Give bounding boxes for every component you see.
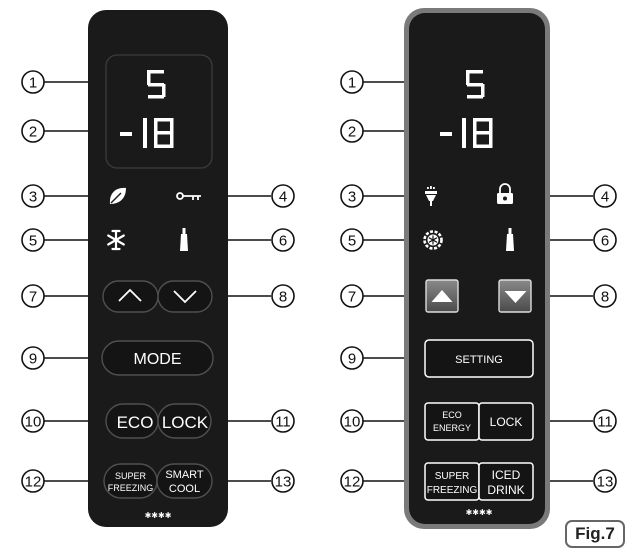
bottle-icon — [506, 228, 514, 251]
chevron-down-icon — [173, 290, 197, 304]
digit-bottom — [120, 118, 174, 148]
snowflake-gear-icon — [423, 230, 443, 250]
iced-drink-line1: ICED — [492, 468, 521, 482]
smart-cool-line2: COOL — [169, 483, 200, 495]
callout-6: 6 — [279, 233, 287, 250]
triangle-down-icon — [504, 291, 527, 303]
digit-top — [466, 70, 485, 99]
leaf-icon — [109, 187, 126, 204]
key-icon — [176, 192, 201, 200]
callout-10: 10 — [344, 414, 361, 431]
callout-12: 12 — [344, 474, 361, 491]
callout-13: 13 — [275, 474, 292, 491]
callout-9: 9 — [29, 351, 37, 368]
callout-2: 2 — [29, 124, 37, 141]
callout-7: 7 — [29, 289, 37, 306]
callout-3: 3 — [29, 189, 37, 206]
callout-7: 7 — [348, 289, 356, 306]
setting-label: SETTING — [455, 354, 503, 366]
callout-6: 6 — [601, 233, 609, 250]
callout-4: 4 — [279, 189, 287, 206]
digit-bottom — [440, 118, 493, 148]
up-arrow-button[interactable] — [102, 280, 159, 313]
eco-energy-line2: ENERGY — [433, 423, 471, 433]
bottle-icon — [180, 228, 188, 251]
callout-1: 1 — [29, 75, 37, 92]
eco-plug-icon — [425, 186, 437, 206]
callout-12: 12 — [25, 474, 42, 491]
lock-label: LOCK — [162, 413, 209, 432]
callout-11: 11 — [597, 414, 613, 431]
snowflake-icon — [107, 229, 125, 251]
mode-button[interactable] — [101, 340, 214, 376]
iced-drink-line2: DRINK — [487, 483, 524, 497]
smart-cool-line1: SMART — [165, 469, 204, 481]
callout-4: 4 — [601, 189, 609, 206]
callout-10: 10 — [25, 414, 42, 431]
callout-8: 8 — [601, 289, 609, 306]
figure-label: Fig.7 — [565, 520, 625, 548]
super-freezing-line2: FREEZING — [108, 483, 154, 493]
callout-13: 13 — [597, 474, 614, 491]
lock-button[interactable] — [157, 403, 212, 439]
super-freezing-line2: FREEZING — [427, 485, 478, 496]
right-control-panel: SETTING ECO ENERGY LOCK SUPER FREEZING I… — [404, 8, 550, 529]
setting-button[interactable] — [424, 339, 534, 378]
lock-label: LOCK — [490, 415, 523, 429]
super-freezing-line1: SUPER — [115, 471, 147, 481]
mode-label: MODE — [134, 351, 182, 368]
callout-9: 9 — [348, 351, 356, 368]
digit-top — [147, 70, 166, 99]
star-rating-icon: ✱✱✱✱ — [466, 508, 493, 517]
eco-energy-button[interactable] — [424, 402, 480, 441]
callout-5: 5 — [29, 233, 37, 250]
lock-button[interactable] — [478, 402, 534, 441]
smart-cool-button[interactable] — [156, 463, 213, 499]
eco-label: ECO — [117, 413, 154, 432]
callout-2: 2 — [348, 124, 356, 141]
left-control-panel: MODE ECO LOCK SUPER FREEZING SMART COOL … — [88, 10, 228, 527]
chevron-up-icon — [118, 288, 142, 302]
callouts: 1 2 3 4 5 6 7 8 9 10 11 12 13 1 2 3 4 5 — [21, 70, 617, 493]
triangle-up-icon — [431, 290, 453, 302]
super-freezing-line1: SUPER — [435, 471, 469, 482]
eco-energy-line1: ECO — [442, 410, 462, 420]
callout-11: 11 — [275, 414, 291, 431]
down-arrow-button[interactable] — [157, 280, 213, 313]
padlock-icon — [497, 183, 513, 204]
callout-1: 1 — [348, 75, 356, 92]
star-rating-icon: ✱✱✱✱ — [145, 511, 172, 520]
callout-8: 8 — [279, 289, 287, 306]
callout-5: 5 — [348, 233, 356, 250]
callout-3: 3 — [348, 189, 356, 206]
iced-drink-button[interactable] — [478, 462, 534, 501]
